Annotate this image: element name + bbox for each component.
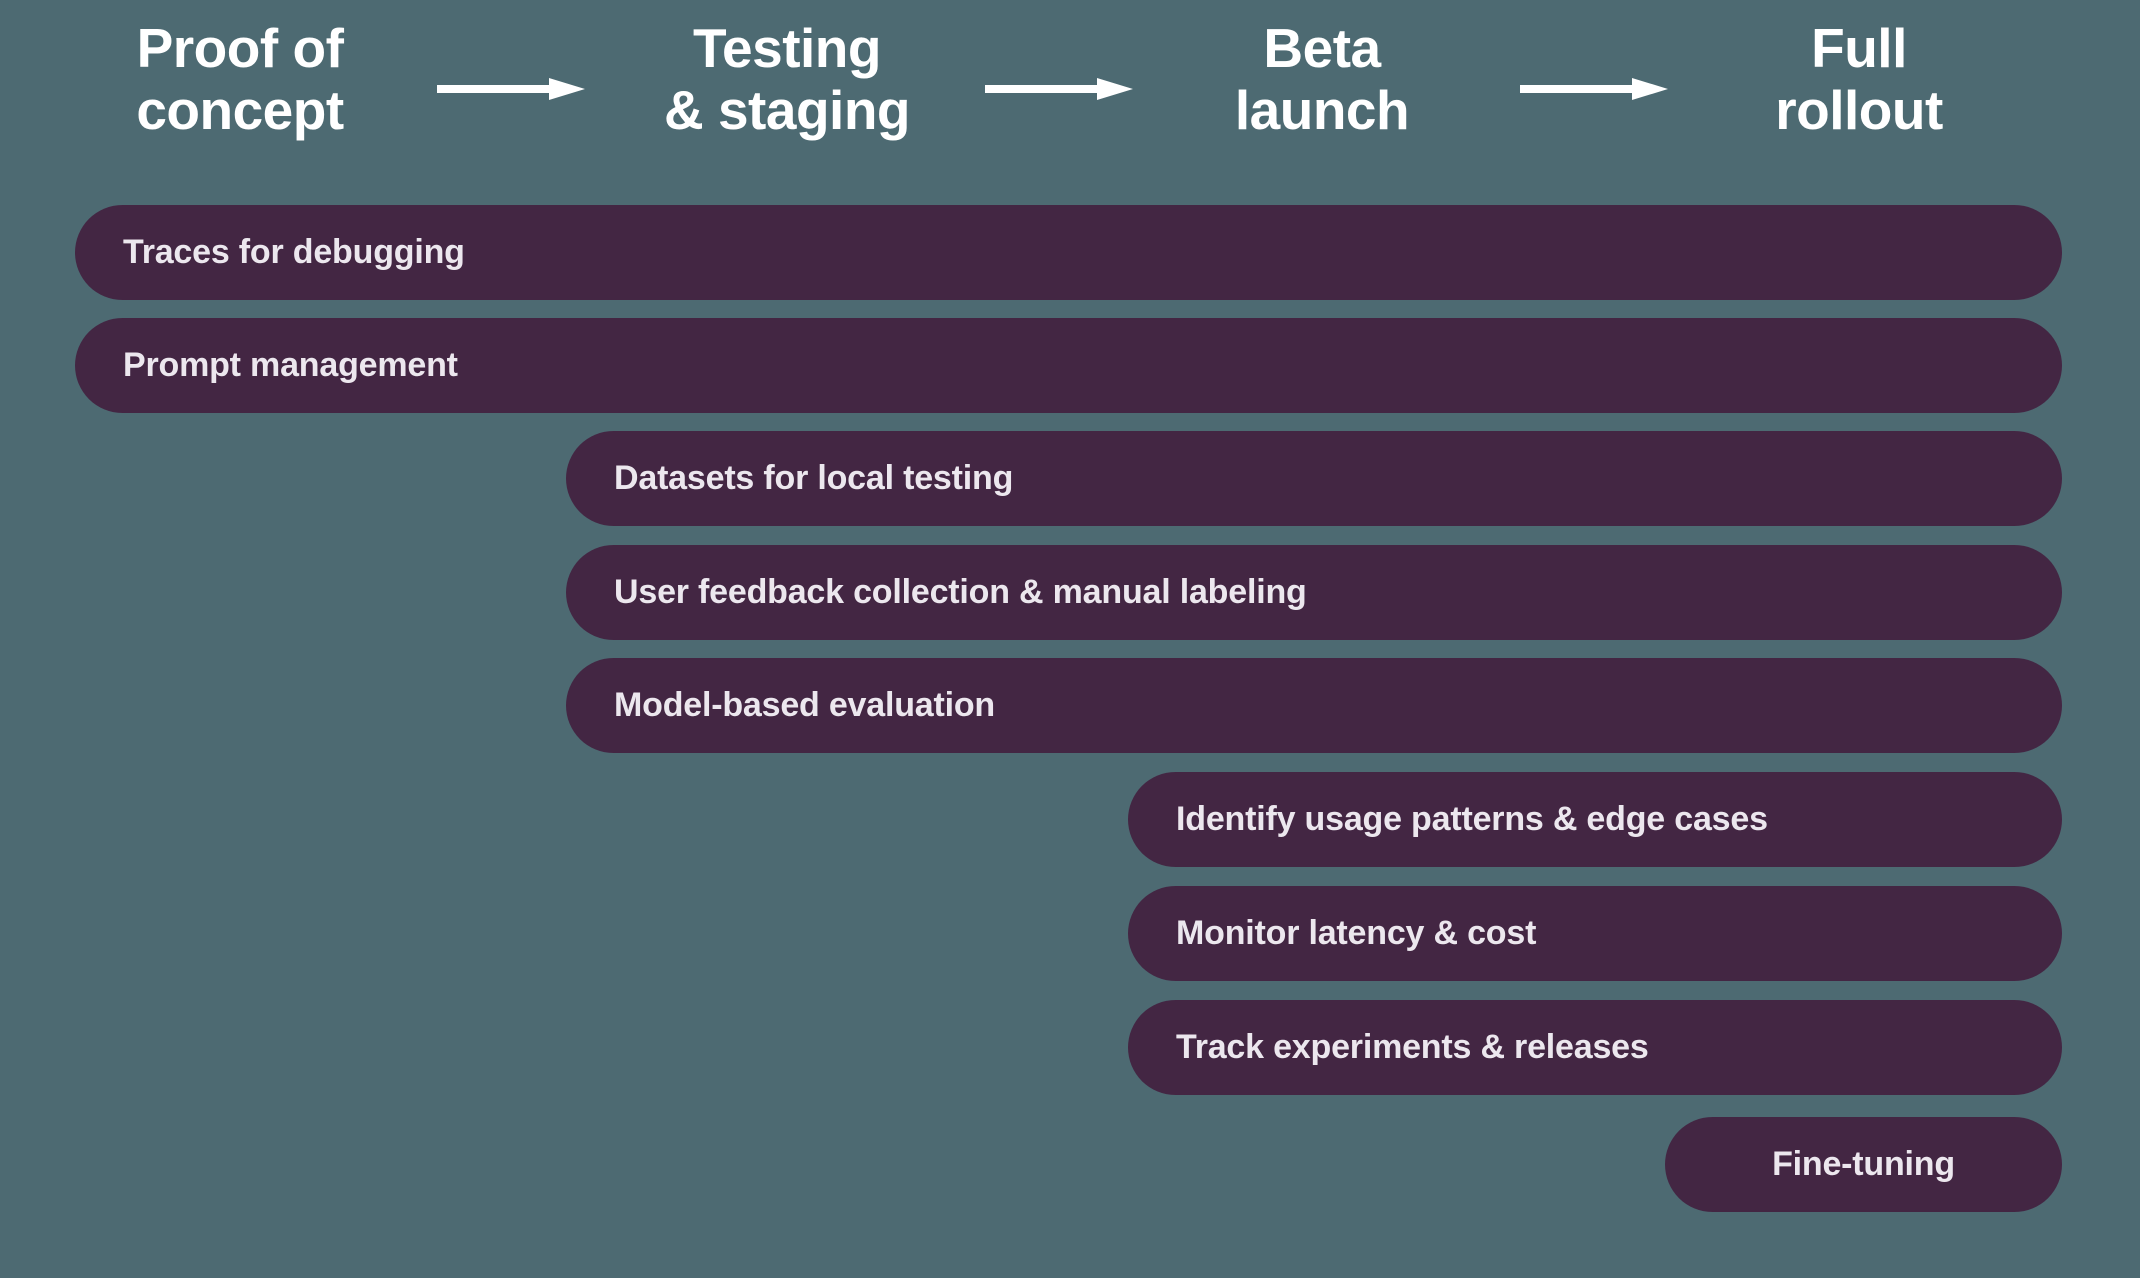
stage-label-beta-launch: Beta launch	[1234, 17, 1410, 141]
timeline-bar-label: Fine-tuning	[1772, 1145, 1955, 1183]
timeline-bar[interactable]: Traces for debugging	[75, 205, 2062, 300]
timeline-bar[interactable]: Identify usage patterns & edge cases	[1128, 772, 2062, 867]
arrow-right-icon	[1520, 78, 1668, 100]
stage-label-full-rollout: Full rollout	[1775, 17, 1943, 141]
timeline-bar-label: Datasets for local testing	[614, 459, 1014, 497]
stage-label-proof-of-concept: Proof of concept	[136, 17, 344, 141]
timeline-bar-label: Model-based evaluation	[614, 686, 996, 724]
timeline-bar-label: Traces for debugging	[123, 233, 465, 271]
timeline-bar[interactable]: Monitor latency & cost	[1128, 886, 2062, 981]
timeline-bar[interactable]: Prompt management	[75, 318, 2062, 413]
stage-label-testing-and-staging: Testing & staging	[663, 17, 911, 141]
timeline-bar-label: Identify usage patterns & edge cases	[1176, 800, 1768, 838]
arrow-right-icon	[985, 78, 1133, 100]
timeline-bar-label: Monitor latency & cost	[1176, 914, 1537, 952]
stage-header-row: Proof of concept Testing & staging Beta …	[0, 0, 2140, 178]
timeline-bar[interactable]: Datasets for local testing	[566, 431, 2062, 526]
timeline-bar[interactable]: Model-based evaluation	[566, 658, 2062, 753]
timeline-bar-label: Track experiments & releases	[1176, 1028, 1649, 1066]
timeline-bar[interactable]: User feedback collection & manual labeli…	[566, 545, 2062, 640]
timeline-bar-label: User feedback collection & manual labeli…	[614, 573, 1307, 611]
timeline-bar[interactable]: Fine-tuning	[1665, 1117, 2062, 1212]
timeline-bar[interactable]: Track experiments & releases	[1128, 1000, 2062, 1095]
arrow-right-icon	[437, 78, 585, 100]
timeline-bar-label: Prompt management	[123, 346, 458, 384]
